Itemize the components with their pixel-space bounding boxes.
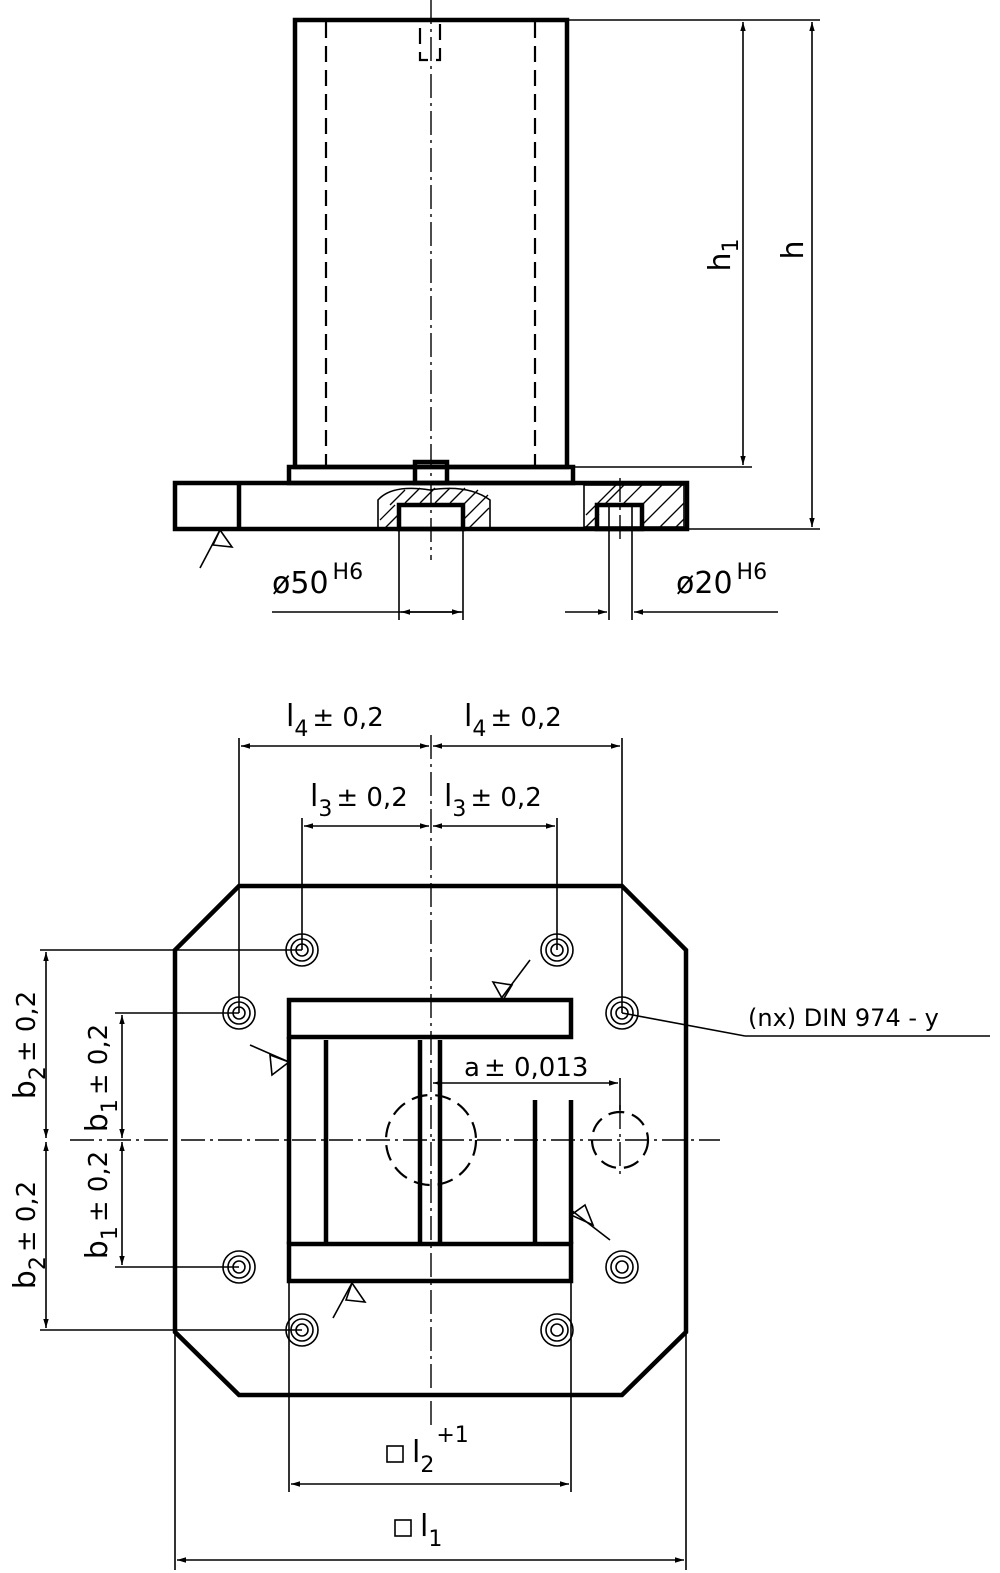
- svg-text:a± 0,013: a± 0,013: [464, 1053, 588, 1083]
- svg-text:b1± 0,2: b1 ± 0,2: [80, 1151, 123, 1259]
- svg-text:h1: h1: [703, 238, 744, 271]
- svg-text:b1± 0,2: b1 ± 0,2: [80, 1024, 123, 1132]
- dim-b2-top-sub: 2: [26, 1066, 51, 1080]
- dim-l4-right-label: l: [464, 699, 472, 734]
- dim-b2-bot-tol: ± 0,2: [12, 1181, 42, 1252]
- inner-frame: [286, 997, 574, 1284]
- dim-b1-top-sub: 1: [98, 1099, 123, 1113]
- dim-h1-sub: 1: [719, 238, 744, 252]
- dim-l4-right-sub: 4: [472, 717, 486, 742]
- dim-l2-label: l: [412, 1435, 420, 1470]
- dim-dia20-tol: H6: [737, 560, 768, 585]
- dim-b2-top-label: b: [8, 1080, 43, 1099]
- svg-text:b2± 0,2: b2 ± 0,2: [8, 1181, 51, 1289]
- svg-text:l2+1: l2+1: [412, 1423, 469, 1478]
- svg-text:b2± 0,2: b2 ± 0,2: [8, 991, 51, 1099]
- dim-l3-right-tol: ± 0,2: [470, 783, 541, 813]
- dim-l3-left-sub: 3: [318, 797, 332, 822]
- base-plate-outline: [172, 883, 689, 1398]
- section-center-hatch: [377, 487, 491, 532]
- svg-text:l4± 0,2: l4± 0,2: [464, 699, 562, 742]
- dim-l3-left-tol: ± 0,2: [336, 783, 407, 813]
- plan-view: l4± 0,2 l4± 0,2 l3± 0,2 l3± 0,2 b2± 0,2 …: [8, 699, 990, 1570]
- dim-l4-left-tol: ± 0,2: [312, 703, 383, 733]
- dim-l3-left-label: l: [310, 779, 318, 814]
- dim-h-label: h: [776, 240, 811, 259]
- dim-dia50-label: ø50: [272, 566, 329, 601]
- svg-text:l4± 0,2: l4± 0,2: [286, 699, 384, 742]
- dim-b1-top-label: b: [80, 1113, 115, 1132]
- bolt-hole: [540, 1313, 574, 1347]
- weld-symbols-plan: [249, 959, 611, 1319]
- dim-a-tol: ± 0,013: [484, 1053, 588, 1083]
- bolt-hole: [605, 1250, 639, 1284]
- din-callout: (nx) DIN 974 - y: [748, 1004, 939, 1032]
- dim-dia20-label: ø20: [676, 566, 733, 601]
- dim-b1-bot-tol: ± 0,2: [84, 1151, 114, 1222]
- dim-l1-sub: 1: [428, 1527, 442, 1552]
- dim-l3-right-label: l: [444, 779, 452, 814]
- dim-l2-sub: 2: [420, 1453, 434, 1478]
- dim-l4-right-tol: ± 0,2: [490, 703, 561, 733]
- section-right-hatch: [583, 484, 685, 532]
- dim-l4-left-label: l: [286, 699, 294, 734]
- dim-l3-right-sub: 3: [452, 797, 466, 822]
- dim-l1-label: l: [420, 1509, 428, 1544]
- dim-dia50-tol: H6: [333, 560, 364, 585]
- dim-b2-bot-label: b: [8, 1270, 43, 1289]
- weld-symbol-side: [199, 528, 234, 569]
- dim-b1-bot-sub: 1: [98, 1226, 123, 1240]
- svg-text:l3± 0,2: l3± 0,2: [310, 779, 408, 822]
- dim-l2-tol: +1: [436, 1423, 468, 1448]
- dim-b2-bot-sub: 2: [26, 1256, 51, 1270]
- dim-a-label: a: [464, 1053, 480, 1083]
- svg-text:l3± 0,2: l3± 0,2: [444, 779, 542, 822]
- svg-text:l1: l1: [420, 1509, 442, 1552]
- dim-b1-top-tol: ± 0,2: [84, 1024, 114, 1095]
- dim-h1-label: h: [703, 252, 738, 271]
- dim-l4-left-sub: 4: [294, 717, 308, 742]
- dim-b2-top-tol: ± 0,2: [12, 991, 42, 1062]
- dim-b1-bot-label: b: [80, 1240, 115, 1259]
